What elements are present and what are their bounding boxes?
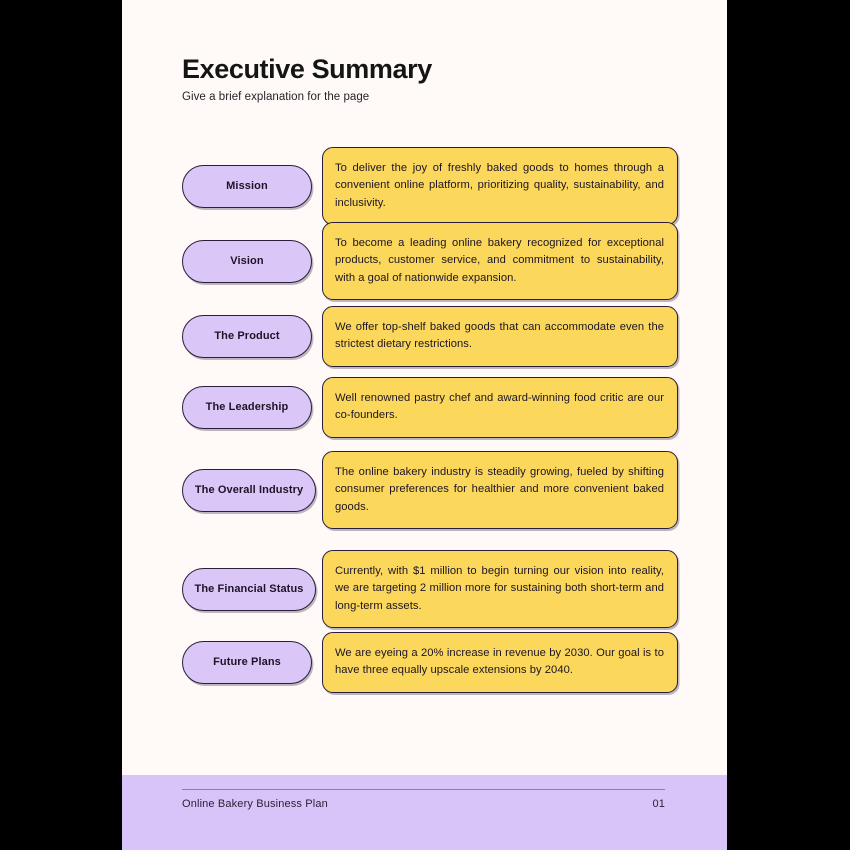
row-label-text: The Product: [214, 330, 280, 343]
row-content-text: The online bakery industry is steadily g…: [335, 466, 664, 513]
page-subtitle: Give a brief explanation for the page: [182, 91, 370, 104]
summary-row: Mission To deliver the joy of freshly bak…: [122, 147, 727, 226]
summary-row: The Overall Industry The online bakery in…: [122, 451, 727, 530]
row-label-pill[interactable]: The Leadership: [182, 386, 312, 429]
summary-row: Future Plans We are eyeing a 20% increase…: [122, 632, 727, 693]
summary-row: The Product We offer top-shelf baked good…: [122, 306, 727, 367]
summary-row: The Financial Status Currently, with $1 m…: [122, 550, 727, 629]
row-label-text: Vision: [230, 255, 264, 268]
row-label-pill[interactable]: The Product: [182, 315, 312, 358]
row-content-card[interactable]: To become a leading online bakery recogn…: [322, 222, 678, 301]
row-content-text: Well renowned pastry chef and award-winn…: [335, 392, 664, 422]
page-title: Executive Summary: [182, 54, 432, 84]
row-label-text: The Financial Status: [194, 583, 304, 596]
footer-content: Online Bakery Business Plan 01: [182, 798, 665, 810]
row-label-pill[interactable]: The Financial Status: [182, 568, 316, 611]
summary-row: Vision To become a leading online bakery …: [122, 222, 727, 301]
row-content-text: Currently, with $1 million to begin turn…: [335, 565, 664, 612]
row-label-pill[interactable]: Mission: [182, 165, 312, 208]
footer-page-number: 01: [652, 798, 665, 810]
row-content-text: We offer top-shelf baked goods that can …: [335, 321, 664, 351]
row-content-card[interactable]: We offer top-shelf baked goods that can …: [322, 306, 678, 367]
row-label-pill[interactable]: Vision: [182, 240, 312, 283]
row-label-text: The Overall Industry: [194, 484, 304, 497]
row-label-pill[interactable]: Future Plans: [182, 641, 312, 684]
document-page: Executive Summary Give a brief explanati…: [122, 0, 727, 850]
row-content-text: To become a leading online bakery recogn…: [335, 237, 664, 284]
page-header: Executive Summary Give a brief explanati…: [182, 54, 682, 103]
row-label-pill[interactable]: The Overall Industry: [182, 469, 316, 512]
page-footer: Online Bakery Business Plan 01: [122, 775, 727, 850]
row-label-text: Mission: [226, 180, 268, 193]
row-content-card[interactable]: Currently, with $1 million to begin turn…: [322, 550, 678, 629]
row-label-text: Future Plans: [213, 656, 281, 669]
row-content-card[interactable]: Well renowned pastry chef and award-winn…: [322, 377, 678, 438]
summary-row: The Leadership Well renowned pastry chef …: [122, 377, 727, 438]
row-content-text: To deliver the joy of freshly baked good…: [335, 162, 664, 209]
footer-divider: [182, 789, 665, 790]
row-label-text: The Leadership: [205, 401, 289, 414]
row-content-card[interactable]: The online bakery industry is steadily g…: [322, 451, 678, 530]
row-content-text: We are eyeing a 20% increase in revenue …: [335, 647, 664, 677]
row-content-card[interactable]: To deliver the joy of freshly baked good…: [322, 147, 678, 226]
footer-document-label: Online Bakery Business Plan: [182, 798, 328, 810]
row-content-card[interactable]: We are eyeing a 20% increase in revenue …: [322, 632, 678, 693]
